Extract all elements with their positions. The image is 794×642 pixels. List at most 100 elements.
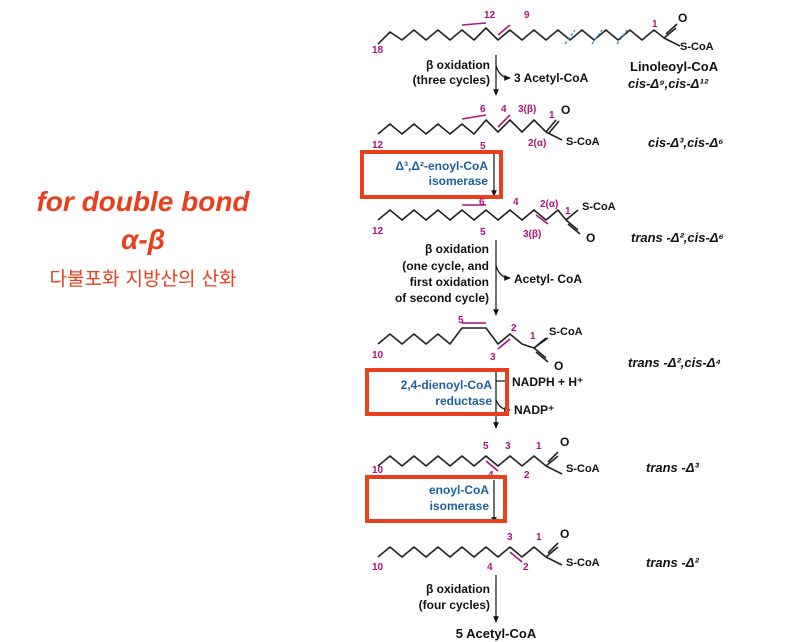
- double-bond-c2: [497, 338, 511, 350]
- carbon-number: 5: [458, 315, 464, 326]
- carbon-number: 1: [652, 19, 658, 30]
- carbon-number: 10: [372, 465, 384, 476]
- final-product: 5 Acetyl-CoA: [456, 626, 537, 641]
- molecule-name: Linoleoyl-CoA: [630, 59, 719, 74]
- carbon-number: 3(β): [523, 229, 541, 240]
- coa-label: S-CoA: [582, 201, 616, 213]
- carbonyl-bond: [665, 23, 678, 35]
- carbonyl-bond: [663, 27, 677, 39]
- highlight-box: [365, 368, 509, 416]
- double-bond-c12: [461, 22, 487, 26]
- carbon-number: 3: [507, 532, 513, 543]
- side-title-line1: for double bond: [36, 186, 250, 217]
- step-label: β oxidation: [425, 242, 489, 256]
- carbon-number: 10: [372, 562, 384, 573]
- step-label: of second cycle): [395, 291, 489, 305]
- carbon-number: 12: [372, 226, 384, 237]
- coa-label: S-CoA: [566, 463, 600, 475]
- carbon-number: 2(α): [528, 138, 546, 149]
- carbon-number: 2: [524, 470, 530, 481]
- molecule-trans-d2-cis-d4: 10 5 2 1 3 O S-CoA trans -Δ²,cis-Δ⁴: [372, 315, 721, 373]
- molecule-trans-d3: 10 5 3 1 4 2 O S-CoA trans -Δ³: [372, 435, 699, 481]
- branch-arrow-1: [495, 65, 511, 81]
- enzyme-name: isomerase: [430, 499, 490, 513]
- step-beta-oxidation-three: β oxidation (three cycles) 3 Acetyl-CoA: [413, 58, 589, 87]
- flow-arrows: [491, 55, 511, 623]
- side-title-line2: α-β: [121, 224, 165, 255]
- thioester-bond: [545, 556, 563, 566]
- coa-label: S-CoA: [680, 41, 714, 53]
- step-label: β oxidation: [426, 582, 490, 596]
- step-enoyl-coa-isomerase: Δ³,Δ²-enoyl-CoA isomerase: [360, 150, 503, 199]
- carbon-number: 1: [530, 331, 536, 342]
- double-bond-c9: [497, 24, 511, 36]
- step-label: β oxidation: [426, 58, 490, 72]
- molecule-state: trans -Δ²,cis-Δ⁴: [628, 355, 721, 370]
- enzyme-name: reductase: [435, 394, 492, 408]
- step-beta-oxidation-one: β oxidation (one cycle, and first oxidat…: [395, 242, 582, 305]
- oxygen-label: O: [560, 435, 569, 449]
- carbon-number: 1: [536, 441, 542, 452]
- carbon-number: 1: [565, 206, 571, 217]
- step-product: 3 Acetyl-CoA: [514, 71, 589, 85]
- thioester-bond: [533, 337, 549, 349]
- molecule-state: trans -Δ²: [646, 555, 699, 570]
- cofactor-output: NADP⁺: [514, 403, 554, 417]
- carbon-chain: [377, 209, 567, 221]
- double-bond-c2: [509, 551, 523, 563]
- carbon-chain: [377, 546, 547, 558]
- highlight-box: [360, 150, 503, 199]
- oxygen-label: O: [560, 527, 569, 541]
- carbonyl-bond: [548, 120, 560, 134]
- molecule-state: trans -Δ³: [646, 460, 699, 475]
- double-bond-c3: [497, 114, 511, 128]
- oxygen-label: O: [561, 103, 570, 117]
- step-label: first oxidation: [410, 275, 489, 289]
- carbon-number: 18: [372, 45, 384, 56]
- carbon-number: 4: [487, 562, 493, 573]
- carbon-number: 4: [513, 197, 519, 208]
- cleavage-mark: [564, 29, 576, 45]
- carbon-number: 2: [511, 323, 517, 334]
- step-label: (three cycles): [413, 73, 490, 87]
- carbon-number: 3: [505, 441, 511, 452]
- carbonyl-bond: [547, 451, 559, 463]
- coa-label: S-CoA: [566, 557, 600, 569]
- carbon-number: 6: [479, 197, 485, 208]
- molecule-state: cis-Δ⁹,cis-Δ¹²: [628, 76, 709, 91]
- double-bond-c3: [485, 460, 499, 472]
- carbonyl-bond: [547, 542, 559, 554]
- coa-label: S-CoA: [566, 136, 600, 148]
- step-product: Acetyl- CoA: [514, 272, 582, 286]
- molecule-state: trans -Δ²,cis-Δ⁶: [631, 230, 724, 245]
- carbon-chain: [377, 327, 547, 349]
- branch-arrow-3: [495, 265, 511, 281]
- carbon-number: 2(α): [540, 199, 558, 210]
- molecule-linoleoyl-coa: 18 12 9 1 O S-CoA Linoleoyl-CoA cis-Δ⁹,c…: [372, 10, 719, 91]
- enzyme-name: 2,4-dienoyl-CoA: [401, 378, 493, 392]
- carbon-number: 1: [549, 110, 555, 121]
- carbon-number: 5: [480, 141, 486, 152]
- carbon-number: 6: [480, 104, 486, 115]
- side-annotation: for double bond α-β 다불포화 지방산의 산화: [36, 186, 250, 290]
- highlight-box: [365, 475, 507, 523]
- carbon-number: 5: [483, 441, 489, 452]
- double-bond-c6: [461, 114, 487, 120]
- carbonyl-bond: [565, 219, 579, 231]
- carbon-number: 10: [372, 350, 384, 361]
- carbon-number: 5: [480, 227, 486, 238]
- carbon-number: 4: [501, 104, 507, 115]
- carbon-number: 9: [524, 10, 530, 21]
- cofactor-input: NADPH + H⁺: [512, 375, 583, 389]
- carbonyl-bond: [535, 351, 549, 363]
- thioester-bond: [565, 209, 579, 221]
- step-enoyl-coa-isomerase-2: enoyl-CoA isomerase: [365, 475, 507, 523]
- cleavage-mark: [616, 29, 628, 45]
- molecule-cis-d3-cis-d6: 12 6 4 3(β) 5 2(α) 1 O S-CoA cis-Δ³,cis-…: [372, 103, 723, 152]
- cleavage-mark: [591, 29, 603, 45]
- enzyme-name: enoyl-CoA: [429, 483, 489, 497]
- thioester-bond: [545, 131, 563, 141]
- carbon-number: 1: [536, 532, 542, 543]
- coa-label: S-CoA: [549, 326, 583, 338]
- oxygen-label: O: [678, 11, 687, 25]
